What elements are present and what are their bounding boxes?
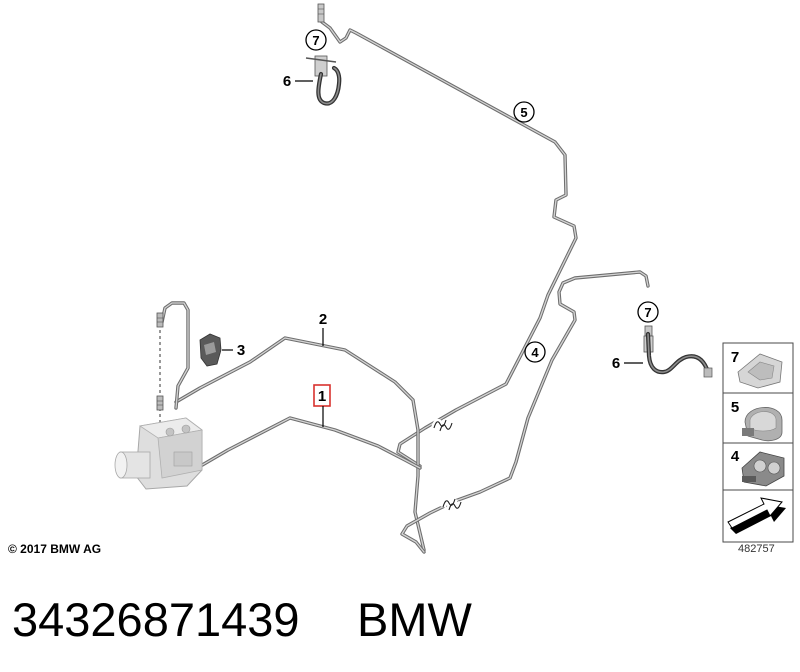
callout-clip: 3: [222, 342, 245, 359]
callout-label: 2: [319, 311, 327, 328]
callout-label: 3: [237, 342, 245, 359]
callout-label: 6: [612, 355, 620, 372]
legend-item-bracket: 7: [722, 342, 794, 394]
right-brake-hose: [643, 334, 713, 378]
callout-line-1: 1: [313, 384, 331, 427]
legend-item-arrow: [722, 489, 794, 543]
callout-label: 1: [318, 388, 326, 405]
callout-label: 7: [312, 33, 319, 48]
top-brake-hose: [305, 55, 339, 104]
callout-lower-line: 4: [524, 341, 546, 363]
legend-item-single-clip: 5: [722, 392, 794, 444]
callout-label: 7: [644, 305, 651, 320]
abs-fitting-lower: [156, 395, 164, 411]
bracket-clip-icon: [737, 353, 783, 389]
break-symbol-upper: [431, 418, 455, 433]
legend-label: 5: [731, 399, 739, 416]
abs-unit: [114, 417, 203, 490]
brake-line-abs-upper: [160, 301, 190, 410]
callout-top-fitting: 7: [305, 29, 327, 51]
brake-line-2: [174, 336, 426, 552]
callout-label: 6: [283, 73, 291, 90]
legend-panel: 7 5 4: [722, 342, 794, 543]
callout-label: 4: [531, 345, 539, 360]
image-number: 482757: [738, 543, 775, 555]
double-pipe-clip-icon: [741, 451, 785, 487]
callout-right-fitting: 7: [637, 301, 659, 323]
abs-fitting-upper: [156, 312, 164, 328]
callout-upper-line: 5: [513, 101, 535, 123]
callout-line-2: 2: [319, 311, 327, 346]
callout-right-hose: 6: [612, 355, 643, 372]
top-fitting: [317, 3, 325, 23]
direction-arrow-icon: [727, 497, 786, 534]
brake-line-4: [400, 270, 650, 554]
brand-name: BMW: [357, 593, 473, 646]
legend-item-double-clip: 4: [722, 442, 794, 491]
brake-line-5: [320, 20, 578, 468]
copyright: © 2017 BMW AG: [8, 542, 101, 556]
highlight-box: [313, 384, 331, 407]
callout-label: 5: [520, 105, 527, 120]
brake-line-1: [178, 416, 422, 480]
legend-label: 7: [731, 349, 739, 366]
callout-top-hose: 6: [283, 73, 313, 90]
pipe-clip-part: [199, 333, 222, 367]
break-symbol-lower: [440, 497, 464, 512]
part-number: 34326871439: [12, 593, 300, 646]
single-pipe-clip-icon: [742, 407, 783, 442]
legend-label: 4: [731, 448, 740, 465]
